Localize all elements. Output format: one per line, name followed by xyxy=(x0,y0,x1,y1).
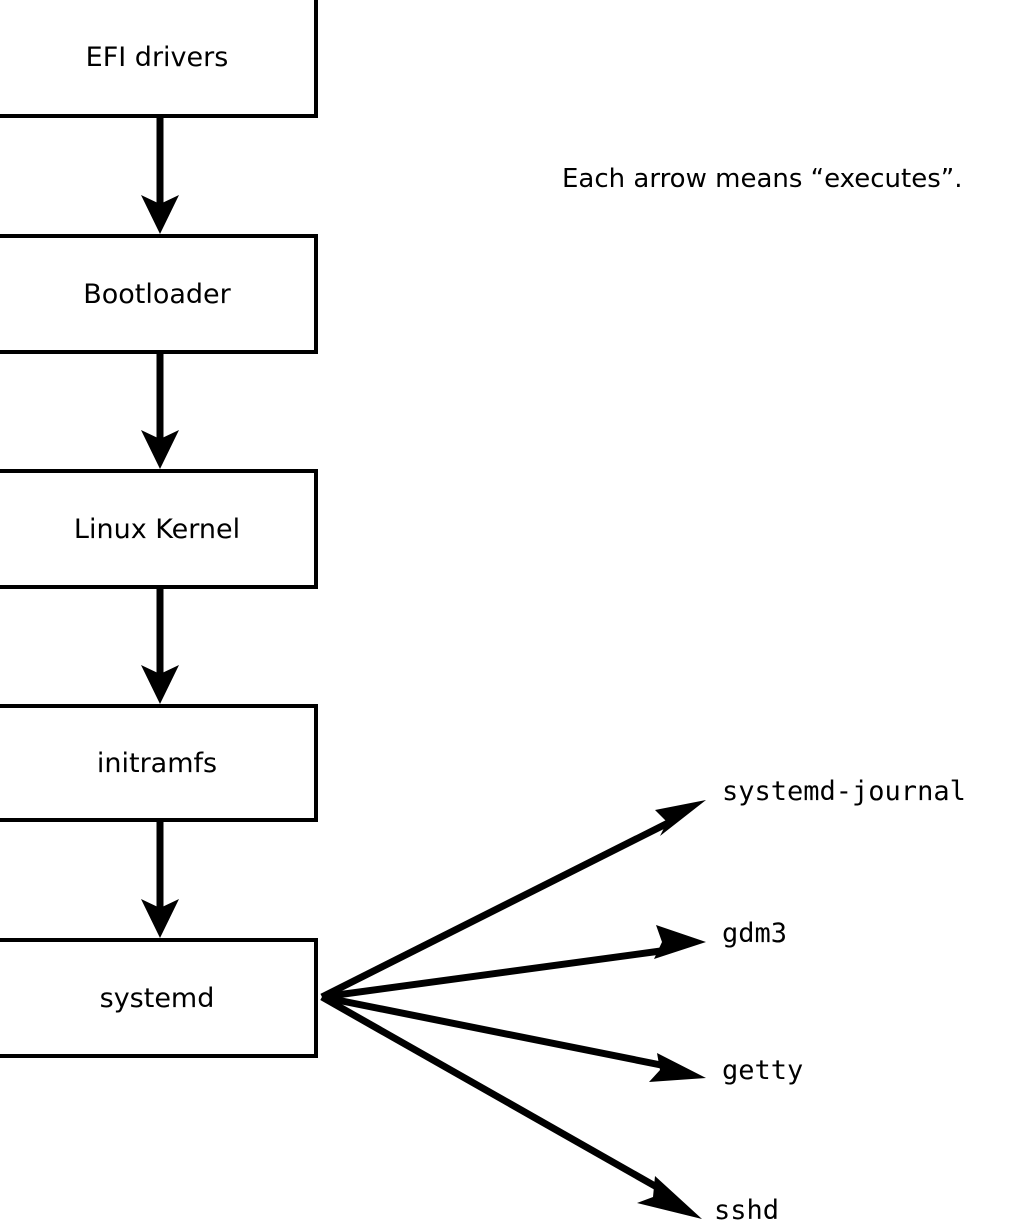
node-label-initramfs: initramfs xyxy=(96,747,218,779)
arrow-linux-kernel-to-initramfs xyxy=(141,589,179,704)
arrow-systemd-to-getty xyxy=(321,993,706,1082)
arrow-efi-drivers-to-bootloader xyxy=(141,118,179,234)
diagram-annotation: Each arrow means “executes”. xyxy=(562,164,963,194)
node-label-systemd: systemd xyxy=(99,982,215,1014)
leaf-label-gdm3[interactable]: gdm3 xyxy=(722,918,788,949)
arrow-bootloader-to-linux-kernel xyxy=(141,354,179,469)
node-box-efi-drivers[interactable]: EFI drivers xyxy=(0,0,318,118)
node-box-systemd[interactable]: systemd xyxy=(0,938,318,1058)
arrow-systemd-to-gdm3 xyxy=(321,925,706,1001)
arrow-initramfs-to-systemd xyxy=(141,822,179,938)
node-label-linux-kernel: Linux Kernel xyxy=(73,513,241,545)
leaf-label-getty[interactable]: getty xyxy=(722,1055,804,1086)
node-label-bootloader: Bootloader xyxy=(83,278,231,310)
leaf-label-sshd[interactable]: sshd xyxy=(714,1195,780,1226)
node-box-bootloader[interactable]: Bootloader xyxy=(0,234,318,354)
arrow-systemd-to-sshd xyxy=(320,993,702,1219)
node-box-linux-kernel[interactable]: Linux Kernel xyxy=(0,469,318,589)
arrow-systemd-to-systemd-journal xyxy=(320,800,706,1001)
node-box-initramfs[interactable]: initramfs xyxy=(0,704,318,822)
node-label-efi-drivers: EFI drivers xyxy=(85,41,229,73)
leaf-label-systemd-journal[interactable]: systemd-journal xyxy=(722,776,966,807)
